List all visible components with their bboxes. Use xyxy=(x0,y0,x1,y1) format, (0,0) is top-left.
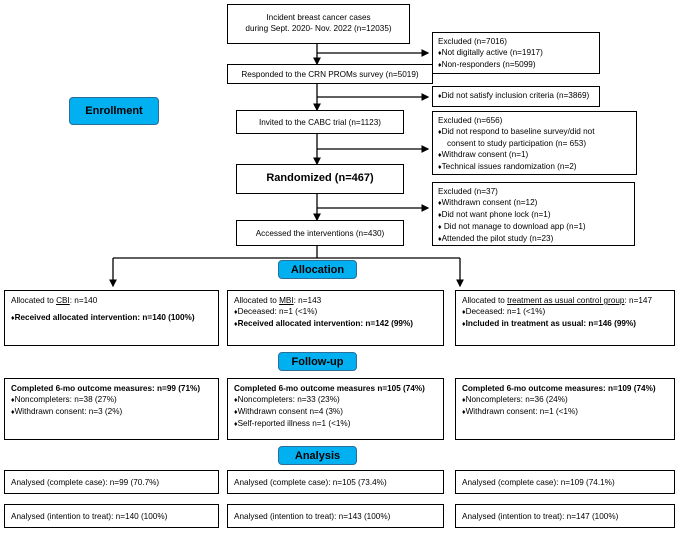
excluded4-item: Withdrawn consent (n=12) xyxy=(438,197,629,209)
alloc-received: Received allocated intervention: n=140 (… xyxy=(11,312,212,324)
analysis-cc-tau: Analysed (complete case): n=109 (74.1%) xyxy=(455,470,675,494)
invited-box: Invited to the CABC trial (n=1123) xyxy=(236,110,404,134)
excluded4-item: Did not manage to download app (n=1) xyxy=(438,221,629,233)
alloc-label: Allocated to MBI: n=143 xyxy=(234,296,322,305)
followup-item: Noncompleters: n=33 (23%) xyxy=(234,394,437,406)
excluded1-item: Non-responders (n=5099) xyxy=(438,59,594,71)
alloc-label: Allocated to treatment as usual control … xyxy=(462,296,653,305)
alloc-received: Received allocated intervention: n=142 (… xyxy=(234,318,437,330)
allocation-box-cbi: Allocated to CBI: n=140 Received allocat… xyxy=(4,290,219,346)
analysis-itt-tau: Analysed (intention to treat): n=147 (10… xyxy=(455,504,675,528)
followup-box-tau: Completed 6-mo outcome measures: n=109 (… xyxy=(455,378,675,440)
analysis-itt-cbi: Analysed (intention to treat): n=140 (10… xyxy=(4,504,219,528)
excluded4-item: Attended the pilot study (n=23) xyxy=(438,233,629,245)
excluded2-item: Did not satisfy inclusion criteria (n=38… xyxy=(438,90,594,102)
followup-item: Withdrawn consent n=4 (3%) xyxy=(234,406,437,418)
stage-allocation: Allocation xyxy=(278,260,357,279)
accessed-box: Accessed the interventions (n=430) xyxy=(236,220,404,246)
alloc-item: Deceased: n=1 (<1%) xyxy=(462,306,668,318)
excluded3-item: Technical issues randomization (n=2) xyxy=(438,161,631,173)
followup-title: Completed 6-mo outcome measures n=105 (7… xyxy=(234,384,425,393)
followup-title: Completed 6-mo outcome measures: n=109 (… xyxy=(462,384,656,393)
followup-item: Noncompleters: n=36 (24%) xyxy=(462,394,668,406)
excluded3-item: Withdraw consent (n=1) xyxy=(438,149,631,161)
excluded-box-1: Excluded (n=7016) Not digitally active (… xyxy=(432,32,600,74)
excluded3-item-cont: consent to study participation (n= 653) xyxy=(447,139,587,148)
excluded1-title: Excluded (n=7016) xyxy=(438,37,507,46)
excluded4-title: Excluded (n=37) xyxy=(438,187,498,196)
allocation-box-mbi: Allocated to MBI: n=143 Deceased: n=1 (<… xyxy=(227,290,444,346)
followup-item: Withdrawn consent: n=3 (2%) xyxy=(11,406,212,418)
followup-item: Noncompleters: n=38 (27%) xyxy=(11,394,212,406)
excluded3-item: Did not respond to baseline survey/did n… xyxy=(438,126,631,138)
analysis-itt-mbi: Analysed (intention to treat): n=143 (10… xyxy=(227,504,444,528)
alloc-label: Allocated to CBI: n=140 xyxy=(11,296,98,305)
excluded3-title: Excluded (n=656) xyxy=(438,116,503,125)
incident-line1: Incident breast cancer cases xyxy=(266,13,371,22)
followup-title: Completed 6-mo outcome measures: n=99 (7… xyxy=(11,384,201,393)
followup-box-cbi: Completed 6-mo outcome measures: n=99 (7… xyxy=(4,378,219,440)
incident-line2: during Sept. 2020- Nov. 2022 (n=12035) xyxy=(245,24,392,33)
excluded-box-2: Did not satisfy inclusion criteria (n=38… xyxy=(432,86,600,107)
followup-item: Withdrawn consent: n=1 (<1%) xyxy=(462,406,668,418)
followup-item: Self-reported illness n=1 (<1%) xyxy=(234,418,437,430)
excluded1-item: Not digitally active (n=1917) xyxy=(438,47,594,59)
alloc-item: Deceased: n=1 (<1%) xyxy=(234,306,437,318)
stage-analysis: Analysis xyxy=(278,446,357,465)
excluded4-item: Did not want phone lock (n=1) xyxy=(438,209,629,221)
excluded-box-3: Excluded (n=656) Did not respond to base… xyxy=(432,111,637,175)
allocation-box-tau: Allocated to treatment as usual control … xyxy=(455,290,675,346)
followup-box-mbi: Completed 6-mo outcome measures n=105 (7… xyxy=(227,378,444,440)
alloc-received: Included in treatment as usual: n=146 (9… xyxy=(462,318,668,330)
analysis-cc-mbi: Analysed (complete case): n=105 (73.4%) xyxy=(227,470,444,494)
responded-box: Responded to the CRN PROMs survey (n=501… xyxy=(227,64,433,84)
randomized-box: Randomized (n=467) xyxy=(236,164,404,194)
stage-enrollment: Enrollment xyxy=(69,97,159,125)
analysis-cc-cbi: Analysed (complete case): n=99 (70.7%) xyxy=(4,470,219,494)
excluded-box-4: Excluded (n=37) Withdrawn consent (n=12)… xyxy=(432,182,635,246)
incident-box: Incident breast cancer cases during Sept… xyxy=(227,4,410,44)
stage-followup: Follow-up xyxy=(278,352,357,371)
